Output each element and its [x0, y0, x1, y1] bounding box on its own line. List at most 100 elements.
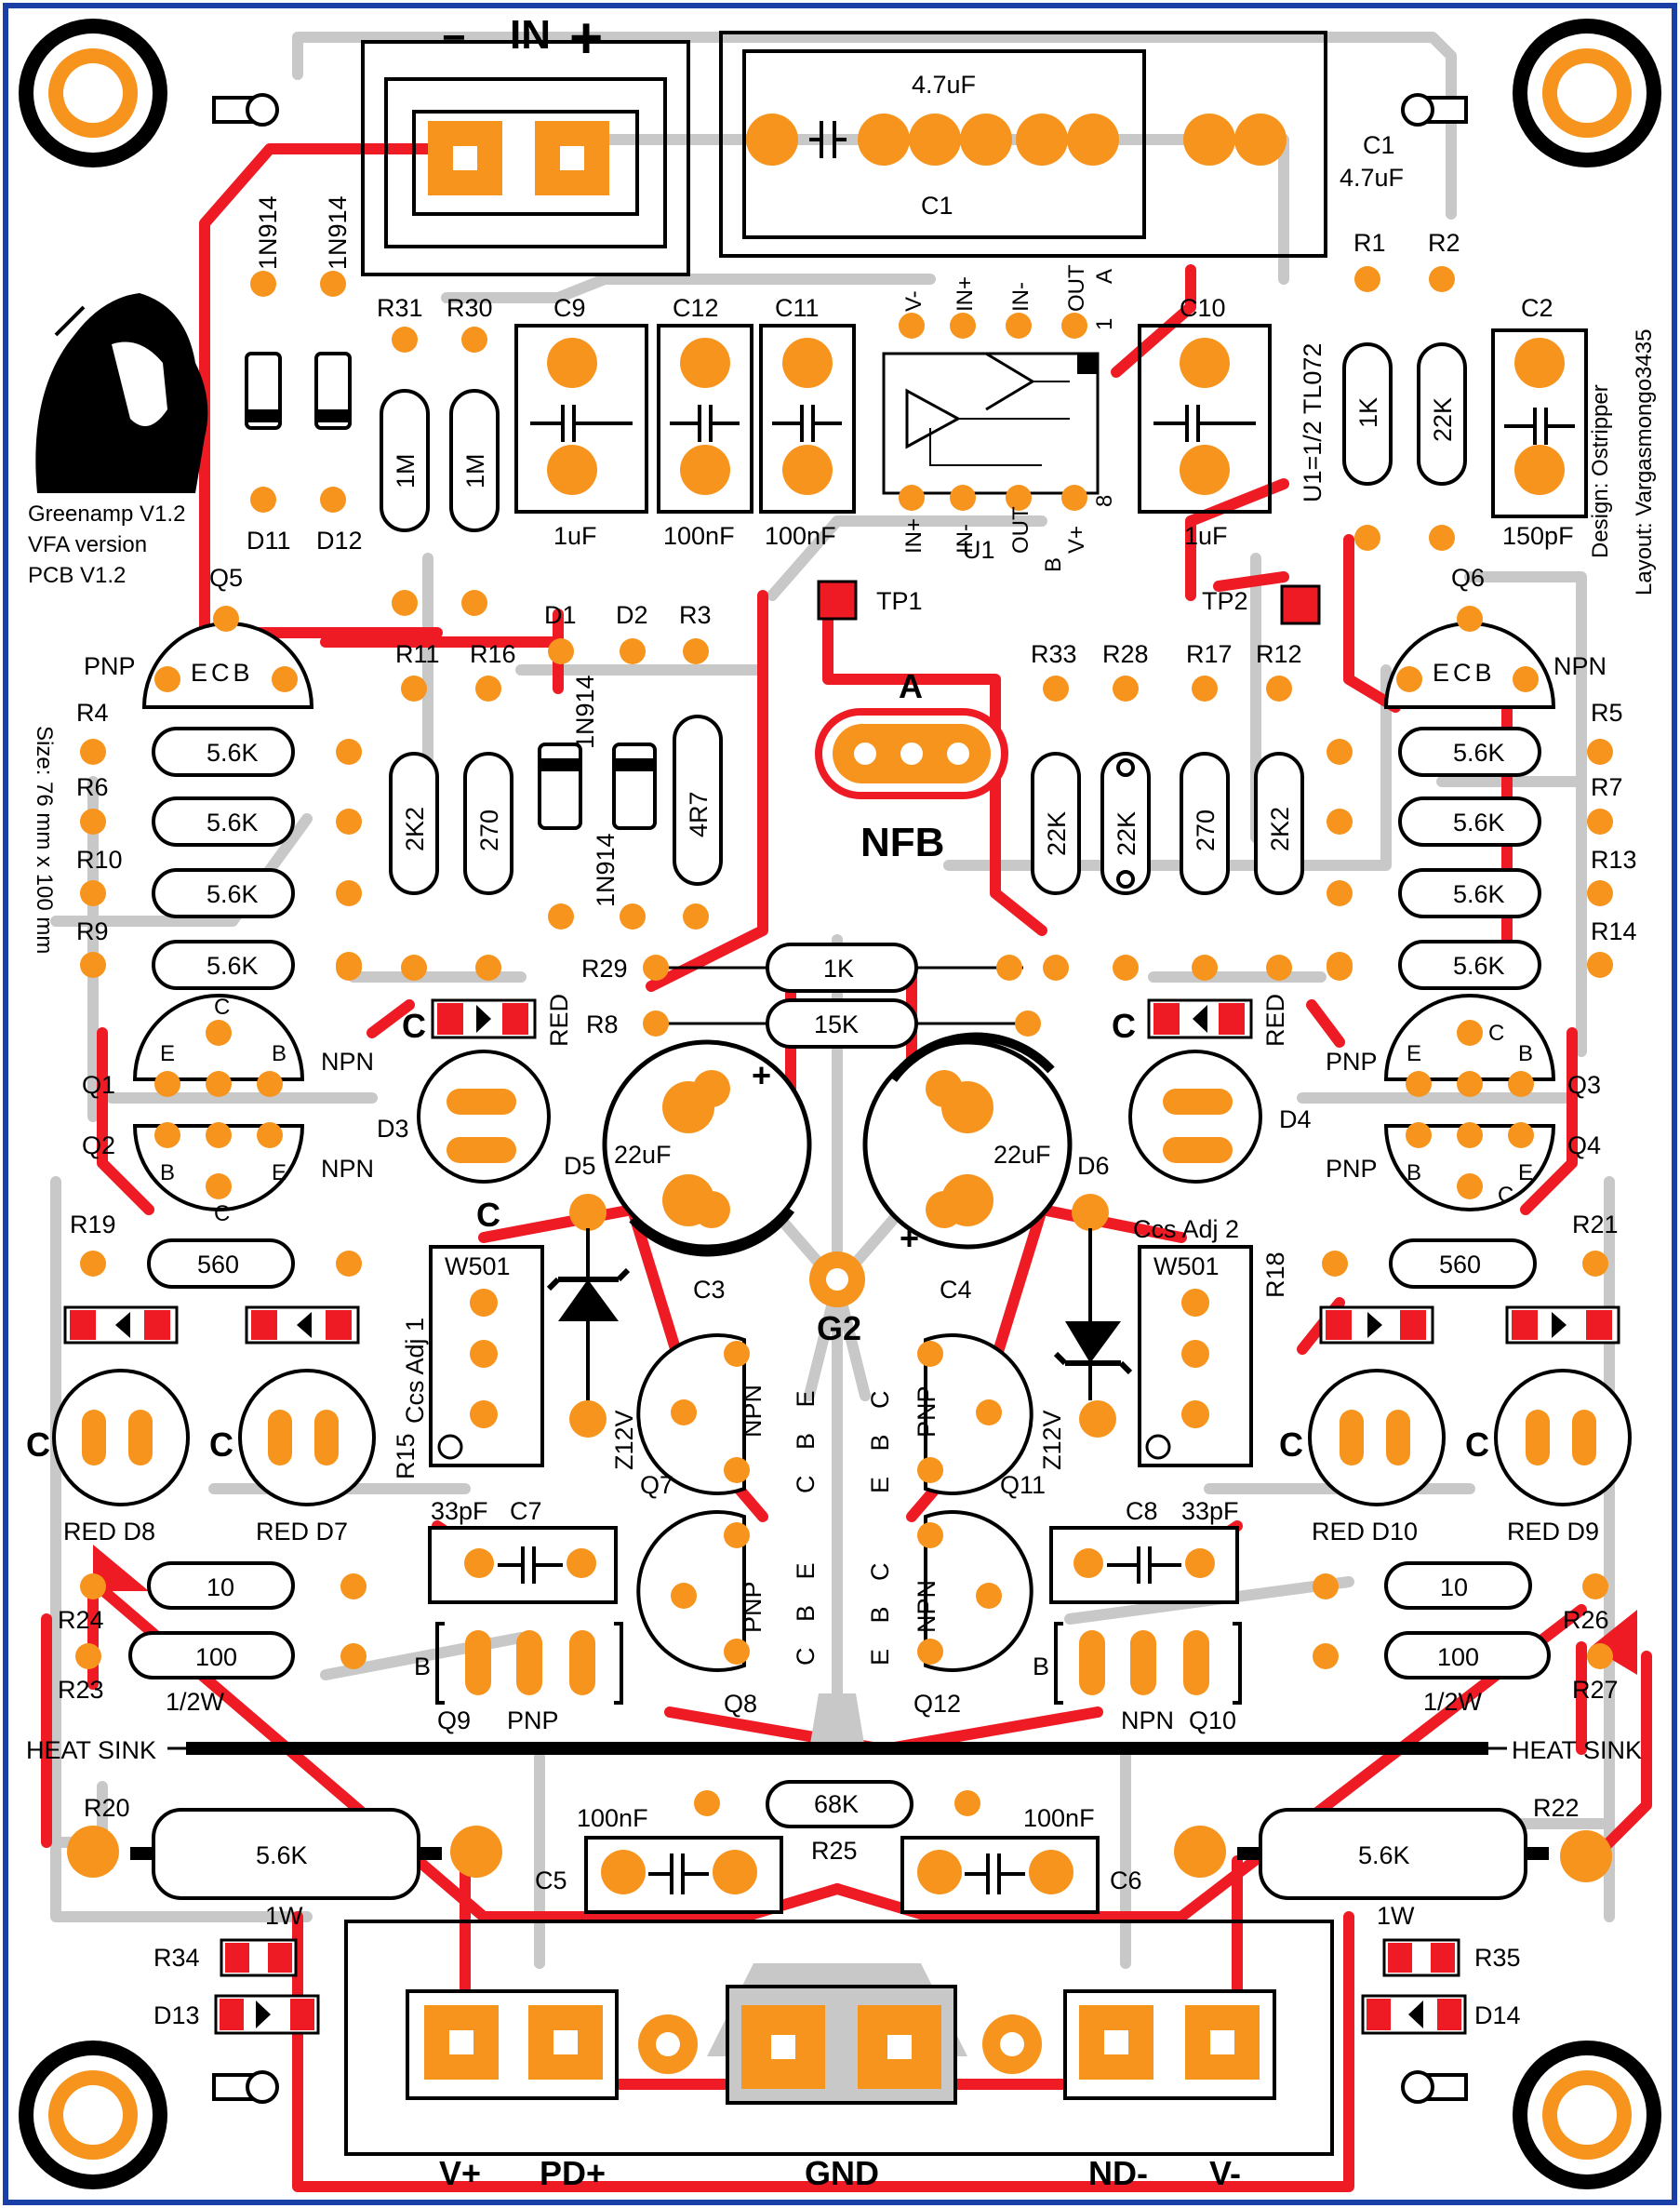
r14-ref: R14 — [1591, 917, 1637, 945]
d1-value: 1N914 — [571, 675, 599, 749]
q10-type: NPN — [1121, 1706, 1174, 1734]
r1-value: 1K — [1354, 397, 1382, 428]
r29-value: 1K — [823, 955, 854, 983]
c5-value: 100nF — [577, 1804, 648, 1832]
r11-value: 2K2 — [401, 807, 429, 851]
heat-sink-right: HEAT SINK — [1512, 1736, 1642, 1764]
c7-ref: C7 — [510, 1497, 542, 1525]
q11-pins: E B C — [866, 1381, 894, 1493]
r13-ref: R13 — [1591, 846, 1637, 874]
r23-watt: 1/2W — [166, 1688, 225, 1716]
arrow-hood-logo — [35, 293, 208, 493]
d12-ref: D12 — [316, 527, 363, 555]
d12-value: 1N914 — [324, 195, 352, 270]
q10-transistor — [1054, 1622, 1242, 1705]
nfb-pin-label: A — [899, 667, 923, 705]
d1-ref: D1 — [544, 601, 577, 629]
q11-ref: Q11 — [1000, 1471, 1046, 1499]
q9-b: B — [414, 1653, 431, 1680]
board-title: Greenamp V1.2 — [28, 502, 185, 527]
r16-value: 270 — [475, 810, 503, 851]
q12-type: NPN — [913, 1580, 940, 1633]
heat-sink-bar — [186, 1742, 1488, 1755]
r31-value: 1M — [392, 453, 420, 488]
q1-q2-pair — [132, 994, 305, 1211]
q7-pins: C B E — [792, 1381, 820, 1493]
r7-value: 5.6K — [1453, 809, 1505, 836]
q8-pins: C B E — [792, 1553, 820, 1666]
r35-ref: R35 — [1474, 1944, 1521, 1972]
r33-value: 22K — [1043, 811, 1071, 856]
r33-ref: R33 — [1031, 640, 1077, 668]
r13-value: 5.6K — [1453, 880, 1505, 908]
r2-ref: R2 — [1428, 229, 1460, 257]
q7-ref: Q7 — [640, 1471, 673, 1499]
u1-pin-top-3: IN- — [1008, 282, 1033, 312]
r34-d13 — [214, 1938, 320, 2035]
q6-pins: ECB — [1433, 659, 1496, 687]
mount-hole-br — [1513, 2041, 1661, 2189]
d8-ref: RED D8 — [63, 1518, 155, 1546]
r4-ref: R4 — [76, 699, 109, 727]
u1-pin-top-2: IN+ — [953, 276, 978, 312]
r16-ref: R16 — [470, 640, 516, 668]
q6-type: NPN — [1553, 652, 1607, 680]
q3-q4-pair — [1383, 994, 1556, 1211]
u1-pin-bottom-3: OUT — [1008, 506, 1033, 554]
u1-pin-bottom-1: IN+ — [901, 518, 927, 554]
diode-d11-d12 — [245, 271, 352, 513]
d14-ref: D14 — [1474, 2001, 1521, 2029]
q1-ref: Q1 — [82, 1071, 115, 1099]
g2-hole — [826, 1268, 848, 1291]
led-d3 — [417, 998, 551, 1184]
r19-value: 560 — [197, 1251, 239, 1278]
r9-value: 5.6K — [207, 952, 259, 980]
r18-ref: R18 — [1261, 1251, 1289, 1298]
nfb-connector — [815, 708, 1008, 799]
c6-ref: C6 — [1110, 1867, 1142, 1894]
trimmer-left — [429, 1245, 544, 1467]
c4-plus: + — [900, 1219, 919, 1257]
c2-value: 150pF — [1502, 522, 1574, 550]
u1-pin1: 1 — [1092, 318, 1117, 330]
c5-ref: C5 — [535, 1867, 567, 1894]
q4-b: B — [1407, 1160, 1421, 1185]
r14-value: 5.6K — [1453, 952, 1505, 980]
q12-transistor — [917, 1510, 1033, 1672]
d13-ref: D13 — [153, 2001, 200, 2029]
r4-value: 5.6K — [207, 739, 259, 767]
q11-transistor — [917, 1333, 1033, 1495]
q3-type: PNP — [1326, 1048, 1378, 1076]
c11-ref: C11 — [775, 294, 820, 322]
d6-ref: D6 — [1077, 1152, 1110, 1180]
r25-value: 68K — [814, 1790, 859, 1818]
cap-c7-c8 — [428, 1526, 1239, 1604]
mount-hole-tr — [1513, 19, 1661, 167]
q1-c: C — [214, 995, 230, 1020]
d9-ref: RED D9 — [1507, 1518, 1599, 1546]
c3-value: 22uF — [614, 1141, 672, 1169]
c8-ref: C8 — [1126, 1497, 1158, 1525]
r17-ref: R17 — [1186, 640, 1233, 668]
r12-value: 2K2 — [1266, 807, 1294, 851]
q5-type: PNP — [84, 652, 136, 680]
r10-value: 5.6K — [207, 880, 259, 908]
q3-c: C — [1488, 1021, 1504, 1046]
film-cap-pads — [547, 338, 1565, 495]
c1-side-ref: C1 — [1363, 131, 1395, 159]
q5-transistor — [141, 606, 314, 709]
u1-pin8: 8 — [1092, 495, 1117, 507]
r27-ref: R27 — [1572, 1676, 1619, 1704]
elcap-c3 — [602, 1039, 812, 1257]
input-connector — [361, 40, 690, 276]
q4-e: E — [1518, 1160, 1533, 1185]
q3-b: B — [1518, 1041, 1533, 1066]
c9-ref: C9 — [553, 294, 586, 322]
r30-ref: R30 — [447, 294, 493, 322]
r2-value: 22K — [1429, 397, 1457, 442]
q3-e: E — [1407, 1041, 1421, 1066]
q1-type: NPN — [321, 1048, 374, 1076]
q8-transistor — [636, 1510, 750, 1672]
r6-value: 5.6K — [207, 809, 259, 836]
d6-value: Z12V — [1038, 1410, 1066, 1470]
